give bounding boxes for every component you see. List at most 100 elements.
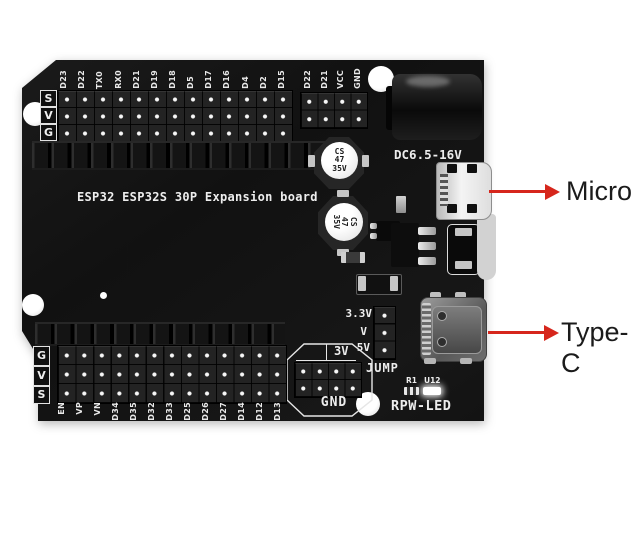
sot23-leg <box>370 233 377 239</box>
pin-label: D22 <box>303 70 313 89</box>
regulator-leg <box>418 242 436 250</box>
pin-label: D33 <box>165 402 174 421</box>
regulator-leg <box>418 227 436 235</box>
pin-label: D5 <box>186 76 196 89</box>
pin-label: D23 <box>59 70 69 89</box>
pin-label: D26 <box>201 402 210 421</box>
pin-label: D21 <box>319 70 329 89</box>
pin-label: D34 <box>111 402 120 421</box>
pin-label: VP <box>75 402 84 415</box>
capacitor-1-tab-left <box>308 155 315 167</box>
pin-label: D25 <box>183 402 192 421</box>
regulator-leg <box>418 257 436 265</box>
micro-arrow-shaft <box>489 190 546 193</box>
capacitor-2-label: CS 47 35V <box>331 214 358 230</box>
power-select-3v: 3V <box>334 344 349 358</box>
pin-label: D13 <box>273 402 282 421</box>
top-pin-labels: D23 D22 TX0 RX0 D21 D19 D18 D5 D17 D16 D… <box>55 60 291 89</box>
power-select-gnd: GND <box>320 395 348 410</box>
mounting-hole-mid-left <box>22 294 44 316</box>
capacitor-2-tab-top <box>337 190 349 197</box>
voltage-regulator <box>391 223 419 267</box>
r1-resistor <box>404 387 419 395</box>
dc-jack-flange <box>386 86 396 130</box>
sot23-leg <box>370 223 377 229</box>
micro-usb-tab <box>447 164 457 173</box>
capacitor-1: CS 47 35V <box>321 142 358 179</box>
top-socket-strip <box>32 141 348 170</box>
r1-label: R1 <box>406 376 417 385</box>
typec-annotation: Type-C <box>561 317 629 378</box>
pin-label: D22 <box>77 70 87 89</box>
aux-pin-header <box>300 92 368 129</box>
capacitor-1-label: CS 47 35V <box>332 146 347 173</box>
pin-label: D32 <box>147 402 156 421</box>
typec-leg <box>424 358 436 364</box>
jumper-caption: JUMP <box>366 361 399 375</box>
bottom-row-label-v: V <box>33 366 50 386</box>
capacitor-1-tab-right <box>362 155 369 167</box>
bottom-pin-labels: EN VP VN D34 D35 D32 D33 D25 D26 D27 D14… <box>53 402 287 428</box>
diode-end <box>358 276 366 291</box>
bottom-row-label-s: S <box>33 386 50 404</box>
diode-end <box>390 276 398 291</box>
typec-leg <box>455 292 466 299</box>
top-row-label-g: G <box>40 124 57 141</box>
jumper-label-3v3: 3.3V <box>345 307 373 320</box>
typec-leg <box>430 292 441 299</box>
top-pin-header <box>57 90 293 143</box>
dc-jack <box>392 74 482 140</box>
dc-jack-highlight <box>406 76 450 87</box>
resistor-vertical <box>396 196 406 213</box>
power-select-labels: 3V <box>296 344 356 361</box>
rpw-led-label: RPW-LED <box>391 398 452 414</box>
pin-label: D21 <box>131 70 141 89</box>
micro-usb-pins <box>440 174 448 206</box>
bottom-pin-header <box>57 345 287 404</box>
pin-label: D19 <box>149 70 159 89</box>
micro-usb-tab <box>467 164 477 173</box>
pin-label: RX0 <box>113 70 123 89</box>
typec-screw <box>437 311 447 321</box>
bottom-socket-strip <box>35 322 285 346</box>
pin-label: TX0 <box>95 70 105 89</box>
micro-arrow-head <box>545 183 560 200</box>
bottom-row-label-g: G <box>33 346 50 366</box>
smd-chip <box>341 252 365 263</box>
pin-label: GND <box>352 68 362 89</box>
board-title: ESP32 ESP32S 30P Expansion board <box>77 190 318 204</box>
jumper-header <box>373 306 396 360</box>
top-row-label-v: V <box>40 107 57 124</box>
typec-leg <box>460 358 472 364</box>
typec-screw <box>437 337 447 347</box>
power-select-octagon <box>286 343 373 417</box>
jumper-label-v: V <box>360 325 367 338</box>
pin-label: D17 <box>204 70 214 89</box>
micro-usb-tab <box>447 204 457 213</box>
power-select-header <box>294 362 362 398</box>
pin-label: D14 <box>237 402 246 421</box>
pin-label: VN <box>93 402 102 416</box>
pin-label: EN <box>57 402 66 415</box>
pin-label: D15 <box>276 70 286 89</box>
power-select-5v <box>296 344 327 360</box>
via-dot <box>100 292 107 299</box>
power-led <box>423 387 441 395</box>
pin-label: D16 <box>222 70 232 89</box>
pin-label: D18 <box>168 70 178 89</box>
micro-usb-shadow <box>477 214 496 280</box>
micro-annotation: Micro <box>566 176 632 206</box>
dc-jack-label: DC6.5-16V <box>394 147 462 162</box>
pin-label: D4 <box>240 76 250 89</box>
typec-pins <box>422 303 431 355</box>
pin-label: D2 <box>258 76 268 89</box>
typec-arrow-head <box>544 324 559 341</box>
micro-usb-tab <box>467 204 477 213</box>
pin-label: D12 <box>255 402 264 421</box>
typec-arrow-shaft <box>488 331 545 334</box>
pin-label: VCC <box>336 70 346 89</box>
pin-label: D27 <box>219 402 228 421</box>
capacitor-2: CS 47 35V <box>325 203 363 241</box>
top-row-label-s: S <box>40 90 57 107</box>
